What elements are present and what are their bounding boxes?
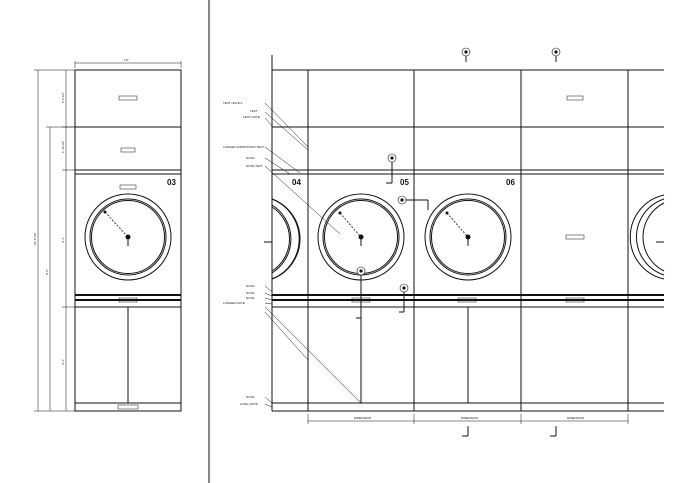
section-marker-icon (356, 266, 366, 319)
callout-6: NOTE (246, 284, 254, 288)
dim-sub-height: 8'-5" (45, 269, 49, 275)
callout-8: NOTE (246, 296, 254, 300)
dim-h-base: 4'-1" (61, 359, 65, 365)
dim-overall-height: 10'-8 1/2" (33, 232, 37, 245)
dim-top-width: 1'8" (124, 58, 129, 62)
unit-label-06: 06 (506, 178, 515, 187)
callout-2: TEXT NOTE (243, 115, 260, 119)
bottom-dim-2: DIMENSION (461, 416, 478, 420)
unit-label-04: 04 (292, 178, 301, 187)
section-marker-icon (386, 153, 397, 184)
bottom-dim-1: DIMENSION (354, 416, 371, 420)
callout-5: NOTE TEXT (246, 164, 263, 168)
callout-3: LONGER ANNOTATION TEXT (223, 145, 264, 149)
dim-h-top-box: 2'-0 1/2" (61, 92, 65, 103)
left-unit-label: 03 (167, 178, 176, 187)
section-marker-icon (399, 283, 409, 313)
dim-h-porthole: 3'-1" (61, 237, 65, 243)
left-elevation: 03 1'8" 10'-8 1/2" 8'-5" 2'-0 1/2" 1'-10… (33, 58, 182, 412)
callout-7: NOTE (246, 291, 254, 295)
bottom-dim-3: DIMENSION (567, 416, 584, 420)
callout-0: TEXT NOTE A (223, 101, 242, 105)
callout-1: TEXT (250, 109, 258, 113)
dim-h-second-box: 1'-10 1/2" (61, 140, 65, 153)
unit-label-05: 05 (400, 178, 409, 187)
section-marker-icon (397, 195, 429, 210)
section-marker-icon (551, 47, 561, 62)
callout-10: NOTE (246, 395, 254, 399)
callout-4: NOTE (246, 156, 254, 160)
callout-9: LONGER NOTE (223, 301, 245, 305)
right-elevation: 04 05 06 (264, 47, 665, 437)
section-marker-icon (461, 47, 471, 62)
callout-annotations: TEXT NOTE A TEXT TEXT NOTE LONGER ANNOTA… (223, 101, 264, 406)
callout-11: LONG NOTE (240, 402, 258, 406)
